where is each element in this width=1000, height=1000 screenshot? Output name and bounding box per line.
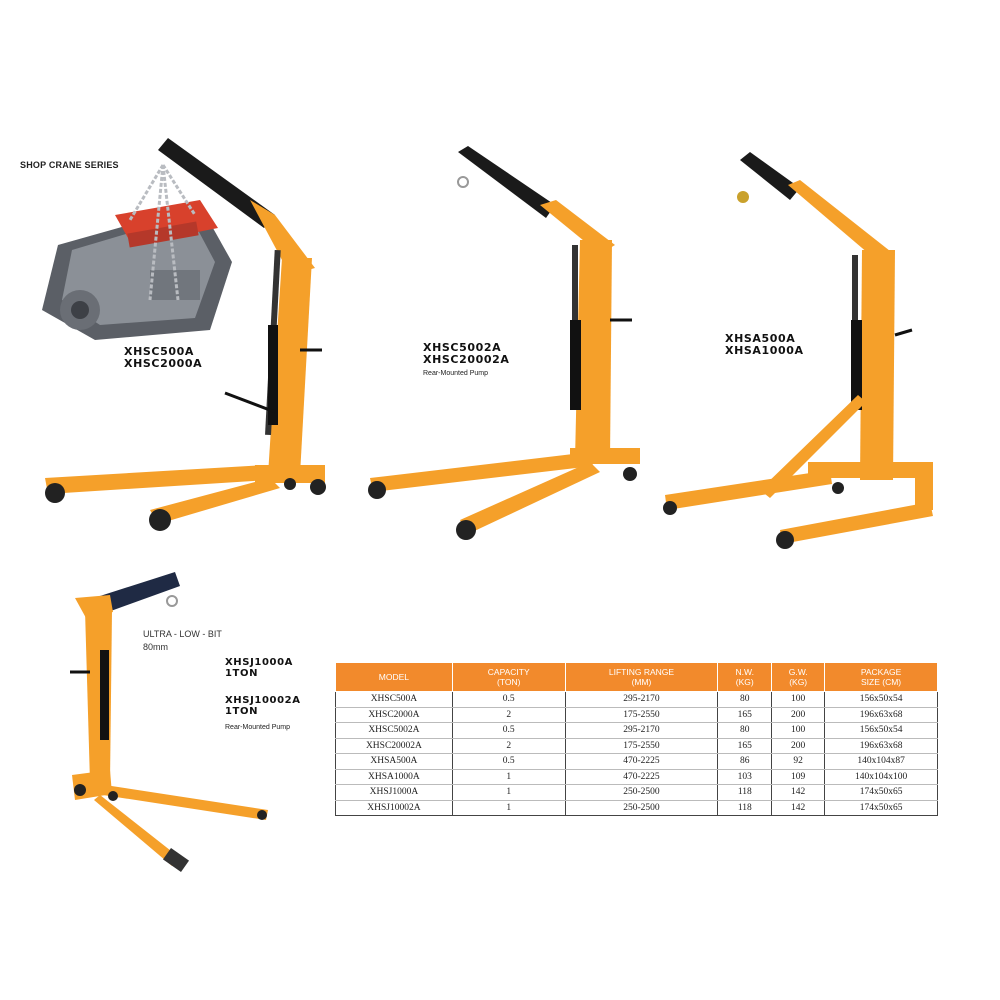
- spec-table-header-row: MODEL CAPACITY(TON) LIFTING RANGE(MM) N.…: [335, 662, 938, 692]
- table-row: XHSC500A 0.5 295-2170 80 100 156x50x54: [335, 691, 938, 708]
- cell-nw: 118: [717, 784, 772, 801]
- cell-model: XHSC500A: [335, 691, 453, 708]
- cell-package-size: 196x63x68: [824, 738, 938, 754]
- table-row: XHSJ1000A 1 250-2500 118 142 174x50x65: [335, 784, 938, 801]
- cell-nw: 165: [717, 738, 772, 754]
- cell-package-size: 196x63x68: [824, 707, 938, 723]
- crane-1-model-1: XHSC500A: [124, 345, 194, 358]
- header-gw: G.W.(KG): [771, 662, 826, 692]
- table-row: XHSA1000A 1 470-2225 103 109 140x104x100: [335, 769, 938, 785]
- cell-model: XHSC20002A: [335, 738, 453, 754]
- table-row: XHSJ10002A 1 250-2500 118 142 174x50x65: [335, 800, 938, 816]
- header-model: MODEL: [335, 662, 453, 692]
- table-row: XHSC5002A 0.5 295-2170 80 100 156x50x54: [335, 722, 938, 739]
- crane-4-feature-line-2: 80mm: [143, 642, 169, 652]
- cell-gw: 200: [771, 738, 825, 754]
- crane-3-model-labels: XHSA500A XHSA1000A: [725, 333, 804, 357]
- cell-model: XHSJ10002A: [335, 800, 453, 816]
- cell-model: XHSC2000A: [335, 707, 453, 723]
- cell-package-size: 140x104x87: [824, 753, 938, 770]
- cell-package-size: 156x50x54: [824, 691, 938, 708]
- spec-table: MODEL CAPACITY(TON) LIFTING RANGE(MM) N.…: [335, 662, 938, 816]
- cell-nw: 80: [717, 691, 772, 708]
- cell-package-size: 140x104x100: [824, 769, 938, 785]
- cell-model: XHSA500A: [335, 753, 453, 770]
- cell-gw: 100: [771, 691, 825, 708]
- table-row: XHSC20002A 2 175-2550 165 200 196x63x68: [335, 738, 938, 754]
- cell-package-size: 156x50x54: [824, 722, 938, 739]
- cell-nw: 103: [717, 769, 772, 785]
- cell-package-size: 174x50x65: [824, 784, 938, 801]
- cell-model: XHSA1000A: [335, 769, 453, 785]
- crane-4-model-labels-a: XHSJ1000A 1TON: [225, 657, 293, 679]
- cell-lifting-range: 295-2170: [564, 691, 718, 708]
- cell-capacity: 1: [451, 769, 566, 785]
- cell-gw: 92: [771, 753, 825, 770]
- cell-gw: 142: [771, 800, 825, 816]
- cell-capacity: 1: [451, 800, 566, 816]
- cell-gw: 142: [771, 784, 825, 801]
- crane-4-feature-line-1: ULTRA - LOW - BIT: [143, 629, 222, 639]
- crane-2-note: Rear-Mounted Pump: [423, 370, 488, 377]
- crane-2-model-2: XHSC20002A: [423, 353, 510, 366]
- crane-2-model-1: XHSC5002A: [423, 341, 502, 354]
- cell-capacity: 2: [451, 738, 566, 754]
- cell-model: XHSC5002A: [335, 722, 453, 739]
- cell-nw: 118: [717, 800, 772, 816]
- header-capacity: CAPACITY(TON): [451, 662, 566, 692]
- cell-lifting-range: 175-2550: [564, 738, 718, 754]
- cell-nw: 165: [717, 707, 772, 723]
- cell-nw: 86: [717, 753, 772, 770]
- cell-lifting-range: 250-2500: [564, 800, 718, 816]
- cell-model: XHSJ1000A: [335, 784, 453, 801]
- header-lifting-range: LIFTING RANGE(MM): [564, 662, 719, 692]
- crane-4-feature: ULTRA - LOW - BIT 80mm: [143, 628, 222, 654]
- cell-gw: 100: [771, 722, 825, 739]
- crane-4-model-2: XHSJ10002A: [225, 695, 301, 706]
- crane-4-note: Rear-Mounted Pump: [225, 724, 290, 731]
- table-row: XHSC2000A 2 175-2550 165 200 196x63x68: [335, 707, 938, 723]
- cell-lifting-range: 295-2170: [564, 722, 718, 739]
- crane-1-model-2: XHSC2000A: [124, 357, 203, 370]
- crane-1-model-labels: XHSC500A XHSC2000A: [124, 346, 202, 370]
- crane-2-model-labels: XHSC5002A XHSC20002A: [423, 342, 509, 366]
- crane-3-model-1: XHSA500A: [725, 332, 796, 345]
- table-row: XHSA500A 0.5 470-2225 86 92 140x104x87: [335, 753, 938, 770]
- cell-gw: 109: [771, 769, 825, 785]
- cell-capacity: 0.5: [451, 753, 566, 770]
- header-nw: N.W.(KG): [717, 662, 773, 692]
- cell-nw: 80: [717, 722, 772, 739]
- crane-4-capacity-1: 1TON: [225, 668, 259, 679]
- crane-3-model-2: XHSA1000A: [725, 344, 804, 357]
- cell-lifting-range: 470-2225: [564, 769, 718, 785]
- cell-gw: 200: [771, 707, 825, 723]
- cell-capacity: 0.5: [451, 722, 566, 739]
- cell-capacity: 0.5: [451, 691, 566, 708]
- cell-package-size: 174x50x65: [824, 800, 938, 816]
- crane-4-model-1: XHSJ1000A: [225, 657, 293, 668]
- crane-4-capacity-2: 1TON: [225, 706, 259, 717]
- cell-capacity: 1: [451, 784, 566, 801]
- crane-4-model-labels-b: XHSJ10002A 1TON: [225, 695, 301, 717]
- cell-lifting-range: 470-2225: [564, 753, 718, 770]
- cell-lifting-range: 250-2500: [564, 784, 718, 801]
- series-title: SHOP CRANE SERIES: [20, 160, 119, 170]
- cell-lifting-range: 175-2550: [564, 707, 718, 723]
- cell-capacity: 2: [451, 707, 566, 723]
